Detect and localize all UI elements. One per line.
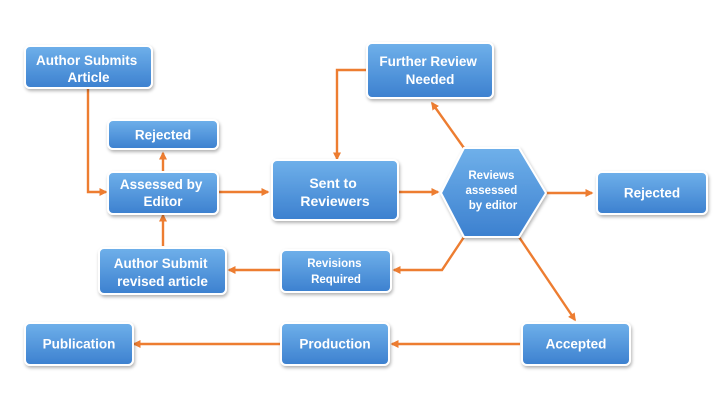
node-reviews-assessed-label: Reviews assessed by editor <box>466 170 521 212</box>
node-revisions-required: Revisions Required <box>280 249 392 293</box>
node-reviews-assessed: Reviews assessed by editor <box>439 147 548 238</box>
node-revisions-line-1: Revisions <box>307 258 361 270</box>
node-author-submits-line-2: Article <box>67 70 110 85</box>
node-accepted: Accepted <box>521 322 631 366</box>
node-sent-line-1: Sent to <box>309 175 356 191</box>
node-author-submit-revised: Author Submit revised article <box>98 247 227 295</box>
node-rejected-top: Rejected <box>107 119 219 150</box>
node-reviews-line-2: assessed <box>466 185 518 197</box>
edge-reviews-to-revisions <box>392 236 465 274</box>
edge-author-submits-to-assessed <box>86 88 108 196</box>
node-reviews-line-3: by editor <box>469 200 518 212</box>
node-sent-to-reviewers-label: Sent to Reviewers <box>300 175 369 209</box>
node-further-line-1: Further Review <box>379 54 477 69</box>
node-assessed-line-2: Editor <box>144 194 184 209</box>
edges <box>86 68 594 348</box>
node-production: Production <box>280 322 390 366</box>
node-revisions-line-2: Required <box>311 274 361 286</box>
node-sent-to-reviewers: Sent to Reviewers <box>271 159 399 221</box>
node-revisions-required-label: Revisions Required <box>307 258 365 286</box>
node-author-submits-line-1: Author Submits <box>36 53 137 68</box>
node-production-label: Production <box>299 337 370 352</box>
node-assessed-by-editor: Assessed by Editor <box>107 171 219 215</box>
node-rejected-right: Rejected <box>596 171 708 215</box>
node-publication: Publication <box>24 322 134 366</box>
node-revised-line-2: revised article <box>117 274 208 289</box>
node-revised-line-1: Author Submit <box>114 256 208 271</box>
edge-reviews-to-further <box>431 101 465 149</box>
node-accepted-label: Accepted <box>546 337 607 352</box>
node-assessed-by-editor-label: Assessed by Editor <box>120 177 206 209</box>
node-author-submits: Author Submits Article <box>24 45 153 89</box>
edge-reviews-to-accepted <box>518 236 576 322</box>
node-further-review-label: Further Review Needed <box>379 54 480 87</box>
node-sent-line-2: Reviewers <box>300 193 369 209</box>
node-further-line-2: Needed <box>406 72 455 87</box>
edge-further-to-sent <box>333 68 366 161</box>
node-publication-label: Publication <box>43 337 116 352</box>
node-rejected-top-label: Rejected <box>135 128 191 143</box>
node-assessed-line-1: Assessed by <box>120 177 203 192</box>
node-rejected-right-label: Rejected <box>624 186 680 201</box>
node-author-submits-label: Author Submits Article <box>36 53 141 85</box>
node-reviews-line-1: Reviews <box>468 170 514 182</box>
node-author-submit-revised-label: Author Submit revised article <box>114 256 212 289</box>
node-further-review: Further Review Needed <box>366 42 494 99</box>
